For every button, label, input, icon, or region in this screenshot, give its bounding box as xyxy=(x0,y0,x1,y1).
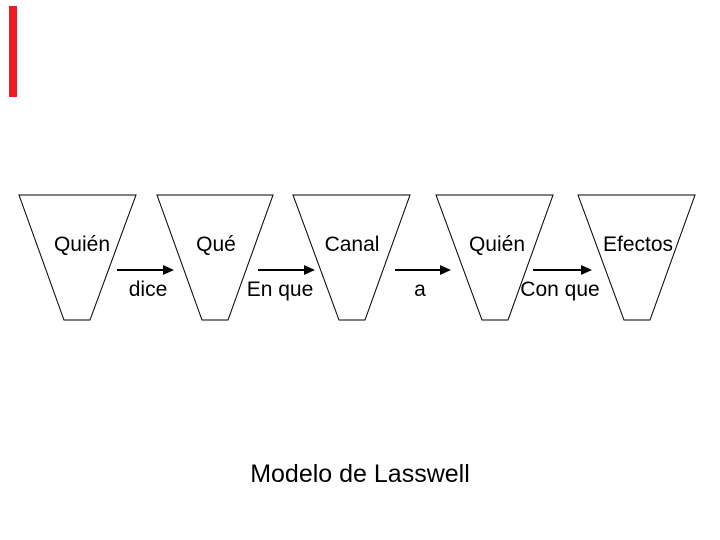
flow-arrow-3 xyxy=(395,265,451,275)
funnel-label-efectos: Efectos xyxy=(602,233,674,256)
arrow-label-a: a xyxy=(414,278,426,301)
arrow-label-con-que: Con que xyxy=(520,278,600,301)
arrow-label-en-que: En que xyxy=(246,278,314,301)
red-bookmark-ribbon xyxy=(9,6,17,97)
arrow-label-dice: dice xyxy=(128,278,168,301)
arrow-head-icon xyxy=(163,265,174,275)
funnel-shape-4 xyxy=(435,194,554,321)
funnel-label-canal: Canal xyxy=(324,233,380,256)
funnel-label-que: Qué xyxy=(196,233,236,256)
arrow-head-icon xyxy=(304,265,315,275)
funnel-label-quien-1: Quién xyxy=(53,233,111,256)
funnel-shape-1 xyxy=(18,194,137,321)
funnel-shape-2 xyxy=(156,194,274,321)
arrow-head-icon xyxy=(440,265,451,275)
flow-arrow-4 xyxy=(533,265,592,275)
funnel-label-quien-2: Quién xyxy=(468,233,526,256)
arrow-head-icon xyxy=(581,265,592,275)
flow-arrow-1 xyxy=(117,265,174,275)
slide-title: Modelo de Lasswell xyxy=(250,460,470,488)
flow-arrow-2 xyxy=(258,265,315,275)
funnel-shape-5 xyxy=(577,194,696,321)
funnel-shape-3 xyxy=(292,194,411,321)
